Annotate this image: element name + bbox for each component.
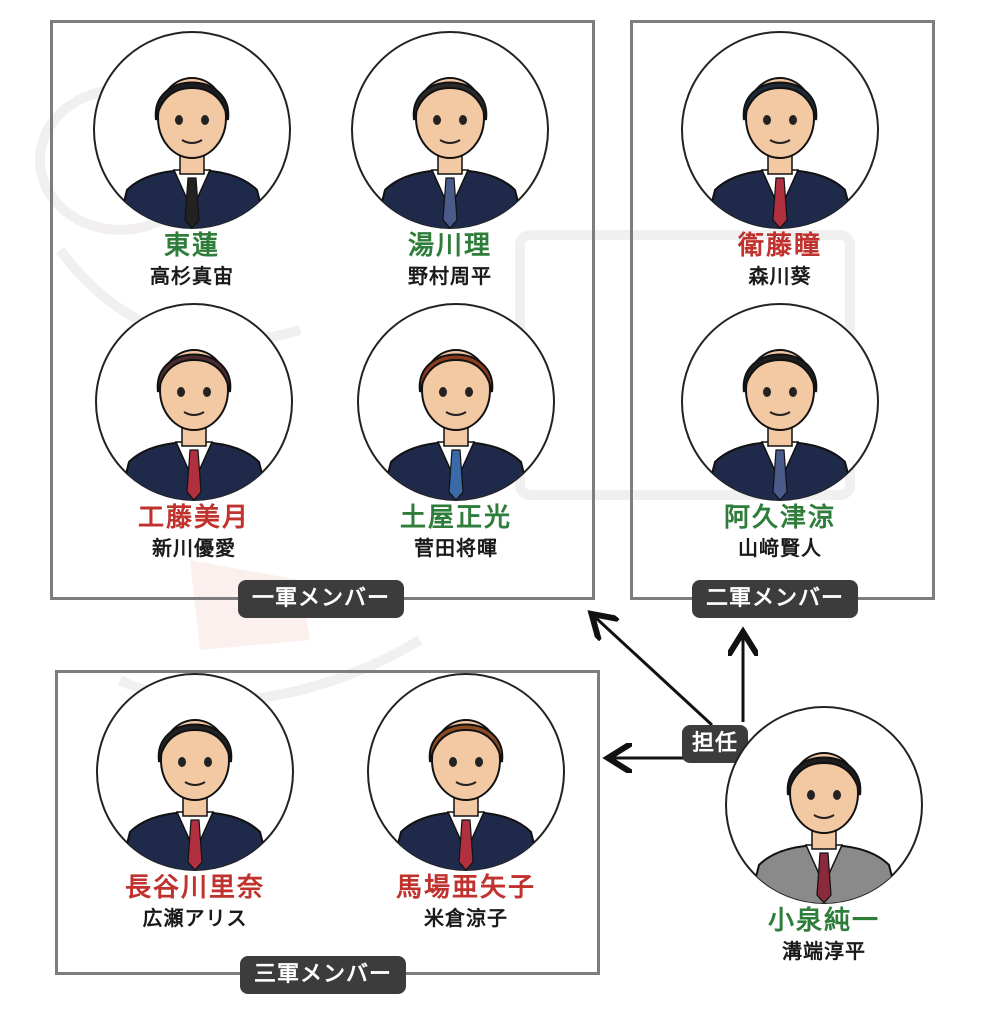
actor-name: 新川優愛	[152, 536, 236, 560]
role-name: 湯川理	[407, 231, 492, 261]
role-name: 工藤美月	[137, 503, 250, 533]
member-card: 長谷川里奈広瀬アリス	[95, 672, 295, 932]
homeroom-teacher-label: 担任	[682, 725, 749, 763]
actor-name: 米倉涼子	[424, 906, 508, 930]
portrait	[680, 302, 880, 502]
portrait	[680, 30, 880, 230]
second-team-label: 二軍メンバー	[692, 580, 859, 618]
arrow-to-first	[596, 618, 714, 727]
member-card: 土屋正光菅田将暉	[356, 302, 556, 562]
third-team-label: 三軍メンバー	[240, 956, 407, 994]
actor-name: 野村周平	[408, 264, 492, 288]
role-name: 馬場亜矢子	[395, 873, 536, 903]
role-name: 東蓮	[163, 231, 220, 261]
role-name: 長谷川里奈	[124, 873, 265, 903]
member-card: 阿久津涼山﨑賢人	[680, 302, 880, 562]
portrait	[350, 30, 550, 230]
member-card: 小泉純一溝端淳平	[724, 705, 924, 965]
member-card: 馬場亜矢子米倉涼子	[366, 672, 566, 932]
actor-name: 森川葵	[748, 264, 812, 288]
role-name: 阿久津涼	[723, 503, 836, 533]
portrait	[724, 705, 924, 905]
first-team-label: 一軍メンバー	[238, 580, 405, 618]
portrait	[94, 302, 294, 502]
role-name: 土屋正光	[399, 503, 512, 533]
portrait	[366, 672, 566, 872]
portrait	[356, 302, 556, 502]
role-name: 衛藤瞳	[737, 231, 822, 261]
member-card: 東蓮高杉真宙	[92, 30, 292, 290]
actor-name: 広瀬アリス	[142, 906, 248, 930]
member-card: 湯川理野村周平	[350, 30, 550, 290]
member-card: 工藤美月新川優愛	[94, 302, 294, 562]
actor-name: 高杉真宙	[150, 264, 234, 288]
actor-name: 菅田将暉	[414, 536, 498, 560]
portrait	[92, 30, 292, 230]
role-name: 小泉純一	[767, 906, 880, 936]
actor-name: 溝端淳平	[782, 939, 866, 963]
portrait	[95, 672, 295, 872]
actor-name: 山﨑賢人	[738, 536, 822, 560]
member-card: 衛藤瞳森川葵	[680, 30, 880, 290]
